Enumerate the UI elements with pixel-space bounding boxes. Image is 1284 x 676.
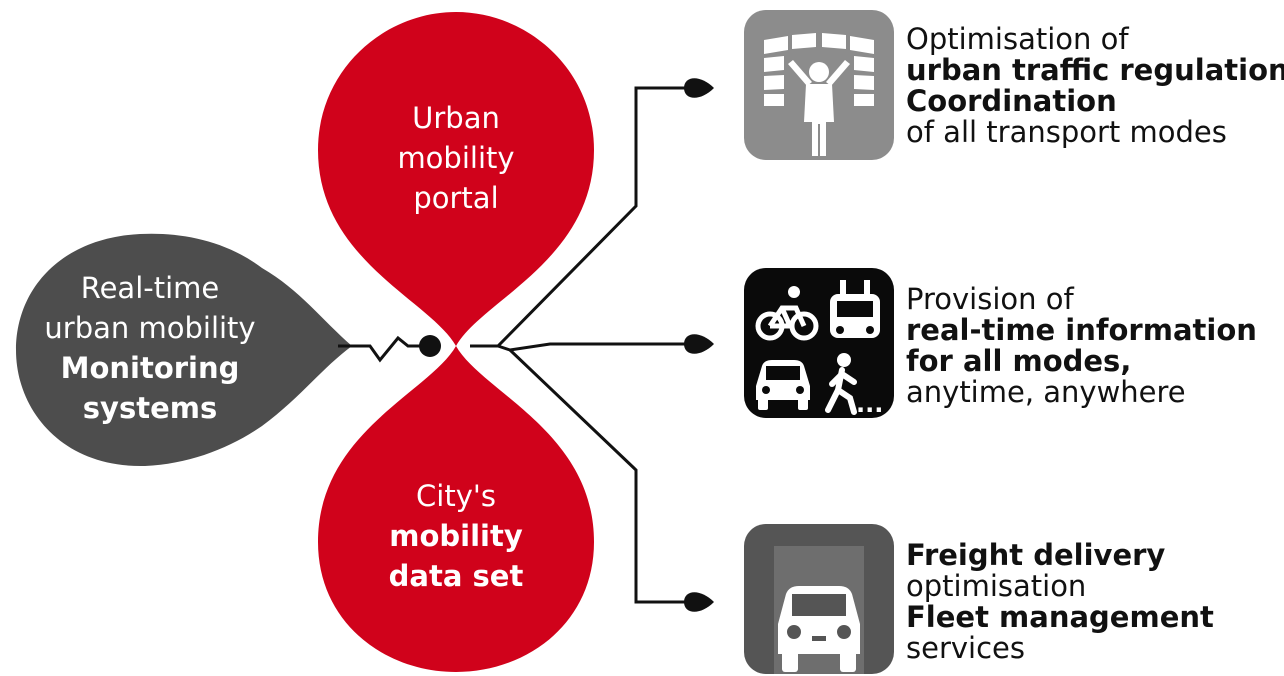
monitoring-systems-label: Real-time urban mobility Monitoring syst… xyxy=(30,268,270,428)
desc-line: Coordination xyxy=(906,84,1117,118)
mobility-data-set-label: City's mobility data set xyxy=(356,476,556,596)
desc-line: Optimisation of xyxy=(906,22,1129,56)
desc-line: urban traffic regulation xyxy=(906,53,1284,87)
output-description-freight: Freight delivery optimisation Fleet mana… xyxy=(906,540,1214,664)
label-line: City's xyxy=(416,479,496,513)
output-description-traffic: Optimisation of urban traffic regulation… xyxy=(906,24,1284,148)
label-line: systems xyxy=(82,391,218,425)
label-line: portal xyxy=(413,181,499,215)
urban-mobility-portal-label: Urban mobility portal xyxy=(356,98,556,218)
multimodal-transport-icon: ... xyxy=(744,268,894,418)
desc-line: Freight delivery xyxy=(906,538,1166,572)
monitoring-systems-bubble xyxy=(16,233,352,467)
connector-dot-bottom xyxy=(684,592,714,612)
urban-mobility-portal-drop xyxy=(318,12,594,346)
monitoring-connector xyxy=(338,335,432,363)
label-line: Real-time xyxy=(80,271,220,305)
label-line: Monitoring xyxy=(60,351,240,385)
delivery-van-icon xyxy=(744,524,894,674)
label-line: mobility xyxy=(397,141,515,175)
desc-line: Fleet management xyxy=(906,600,1214,634)
connector-dot-middle xyxy=(684,334,714,354)
label-line: urban mobility xyxy=(44,311,256,345)
label-line: Urban xyxy=(412,101,500,135)
branch-connector-middle xyxy=(497,342,690,352)
label-line: data set xyxy=(388,559,524,593)
desc-line: services xyxy=(906,631,1025,665)
branch-connector-bottom xyxy=(508,348,690,604)
monitoring-connector-dot xyxy=(419,335,441,357)
branch-connector-top xyxy=(470,86,690,348)
desc-line: anytime, anywhere xyxy=(906,375,1186,409)
connector-dot-top xyxy=(684,78,714,98)
label-line: mobility xyxy=(389,519,523,553)
traffic-control-icon xyxy=(744,10,894,160)
desc-line: for all modes, xyxy=(906,344,1132,378)
desc-line: Provision of xyxy=(906,282,1074,316)
desc-line: real-time information xyxy=(906,313,1257,347)
output-description-information: Provision of real-time information for a… xyxy=(906,284,1257,408)
desc-line: of all transport modes xyxy=(906,115,1227,149)
desc-line: optimisation xyxy=(906,569,1087,603)
ellipsis-label: ... xyxy=(856,390,883,418)
mobility-data-set-drop xyxy=(318,346,594,672)
